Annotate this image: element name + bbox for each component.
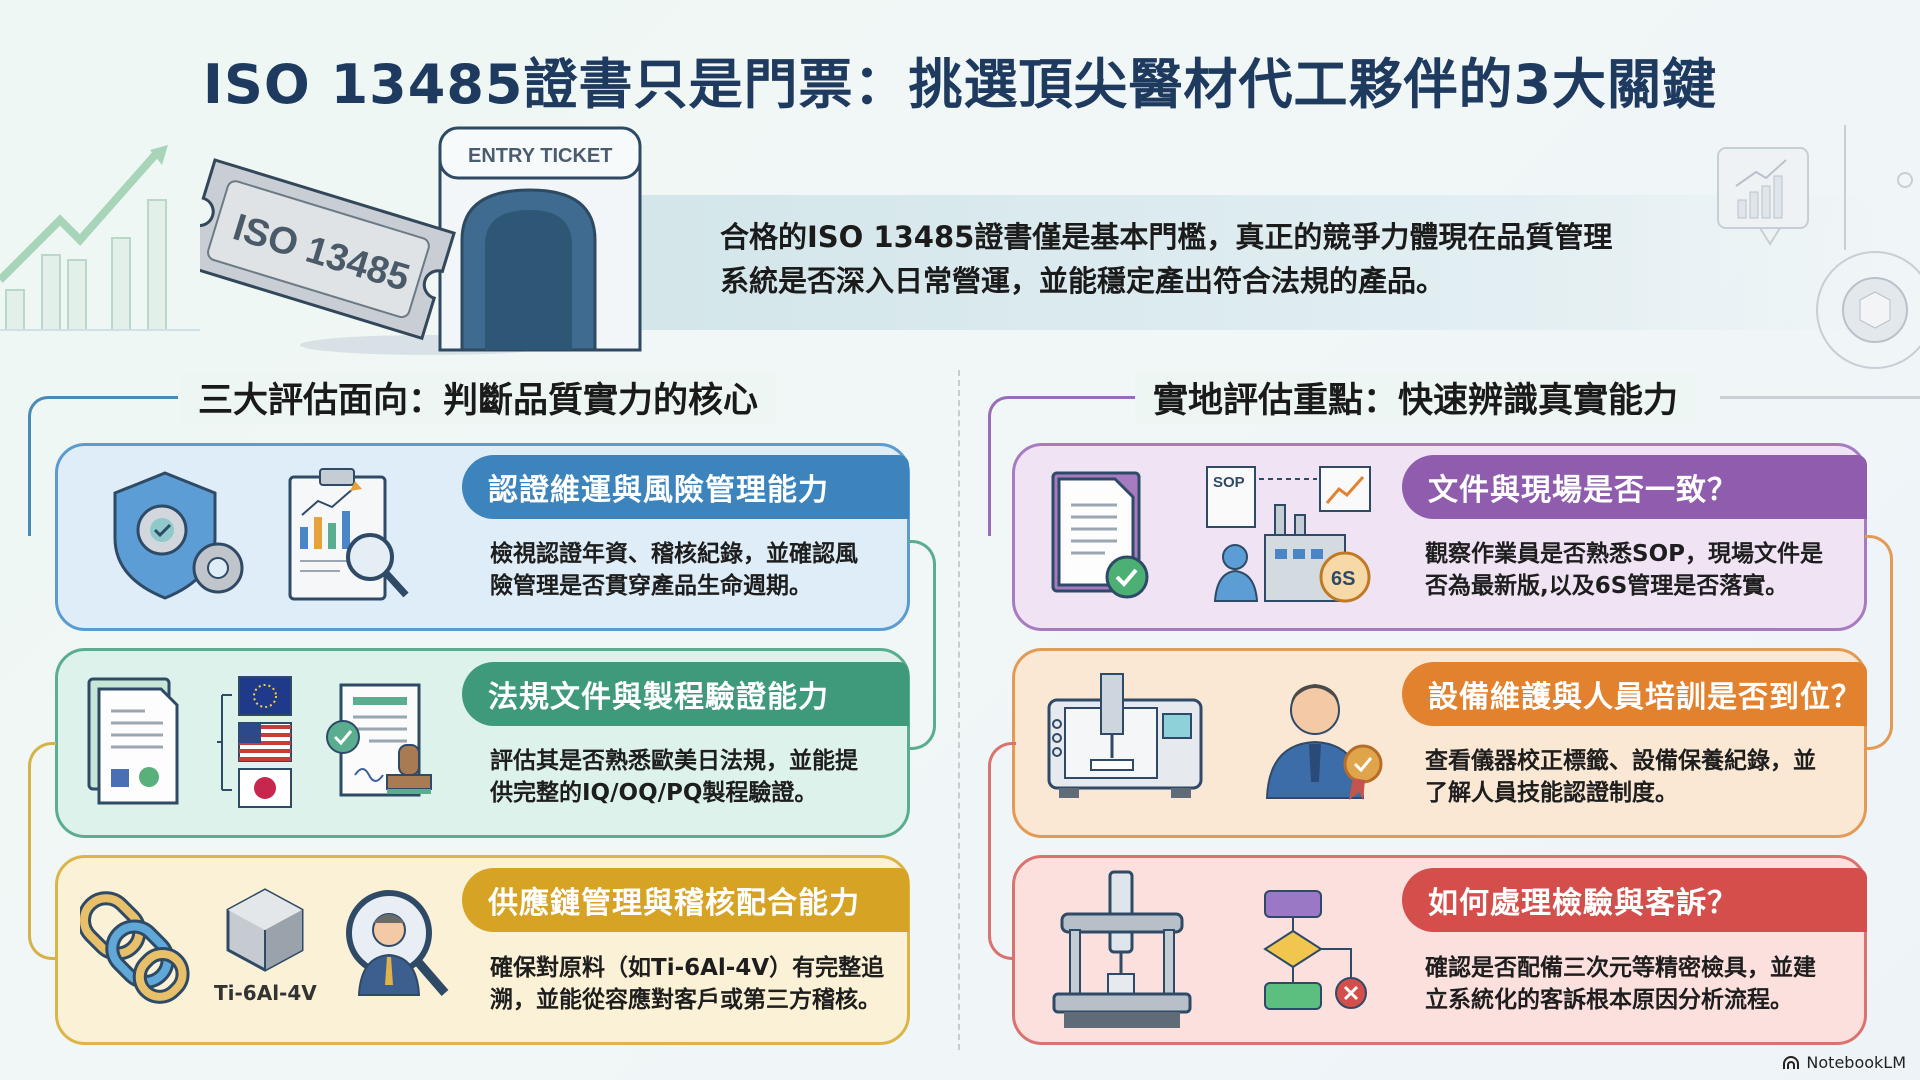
shield-gear-icon: [113, 470, 244, 600]
auditor-magnifier-icon: [345, 890, 449, 996]
right-card-2-description: 查看儀器校正標籤、設備保養紀錄，並 了解人員技能認證制度。: [1425, 748, 1816, 806]
right-section-connector: [988, 396, 1138, 536]
iso-ticket-icon: ISO 13485: [200, 158, 456, 341]
cmm-machine-icon: [1052, 870, 1192, 1028]
flowchart-icon: [1263, 890, 1367, 1010]
left-section-title: 三大評估面向：判斷品質實力的核心: [180, 372, 777, 423]
chart-bubble-gear-box-icon: [1717, 125, 1920, 369]
right-card-1-heading: 文件與現場是否一致？: [1402, 455, 1867, 519]
left-card-2-heading: 法規文件與製程驗證能力: [462, 662, 909, 726]
right-section-rule: [1720, 396, 1920, 399]
right-card-3-description: 確認是否配備三次元等精密檢具，並建 立系統化的客訴根本原因分析流程。: [1425, 955, 1816, 1013]
clipboard-chart-magnifier-icon: [288, 468, 409, 601]
right-section-title: 實地評估重點：快速辨識真實能力: [1135, 372, 1697, 423]
metal-cube-icon: [226, 888, 304, 972]
documents-icon: [87, 677, 179, 805]
six-s-label: 6S: [1331, 568, 1355, 590]
hero-summary-line1: 合格的ISO 13485證書僅是基本門檻，真正的競爭力體現在品質管理: [720, 220, 1613, 254]
right-card-1-description: 觀察作業員是否熟悉SOP，現場文件是 否為最新版,以及6S管理是否落實。: [1425, 541, 1823, 599]
left-card-connector-1: [908, 540, 936, 750]
brand-name: NotebookLM: [1806, 1053, 1906, 1072]
left-card-1-heading: 認證維運與風險管理能力: [462, 455, 909, 519]
certificate-stamp-icon: [326, 683, 432, 797]
sop-factory-6s-icon: SOP 6S: [1206, 466, 1371, 603]
entry-gate-icon: ENTRY TICKET: [438, 126, 642, 352]
right-card-2-heading: 設備維護與人員培訓是否到位？: [1402, 662, 1867, 726]
gate-label: ENTRY TICKET: [468, 145, 612, 167]
certified-worker-icon: [1265, 684, 1383, 800]
left-card-connector-2: [28, 742, 56, 960]
document-check-icon: [1051, 471, 1149, 599]
column-divider: [958, 370, 960, 1050]
chain-link-icon: [80, 891, 190, 1004]
left-section-connector: [28, 396, 178, 536]
left-card-1-description: 檢視認證年資、稽核紀錄，並確認風 險管理是否貫穿產品生命週期。: [490, 541, 858, 599]
growth-chart-icon: [0, 145, 200, 331]
sop-label: SOP: [1213, 474, 1245, 491]
hero-summary-band: [640, 195, 1880, 330]
right-card-connector-1: [1865, 535, 1893, 750]
cube-label: Ti-6Al-4V: [214, 981, 317, 1005]
notebooklm-watermark: NotebookLM: [1782, 1053, 1906, 1072]
right-card-3-heading: 如何處理檢驗與客訴？: [1402, 868, 1867, 932]
notebooklm-logo-icon: [1783, 1055, 1800, 1069]
hero-summary-line2: 系統是否深入日常營運，並能穩定產出符合法規的產品。: [720, 264, 1446, 298]
iso-ticket-gate-illustration: ENTRY TICKET ISO 13485: [200, 126, 642, 355]
hero-summary: 合格的ISO 13485證書僅是基本門檻，真正的競爭力體現在品質管理 系統是否深…: [720, 215, 1720, 303]
left-card-3-heading: 供應鏈管理與稽核配合能力: [462, 868, 909, 932]
page-title: ISO 13485證書只是門票：挑選頂尖醫材代工夥伴的3大關鍵: [202, 53, 1718, 116]
left-card-3-description: 確保對原料（如Ti-6Al-4V）有完整追 溯，並能從容應對客戶或第三方稽核。: [490, 955, 885, 1013]
flags-eu-us-jp-icon: [217, 676, 292, 808]
cnc-machine-icon: [1047, 673, 1203, 798]
left-card-2-description: 評估其是否熟悉歐美日法規，並能提 供完整的IQ/OQ/PQ製程驗證。: [490, 748, 858, 806]
